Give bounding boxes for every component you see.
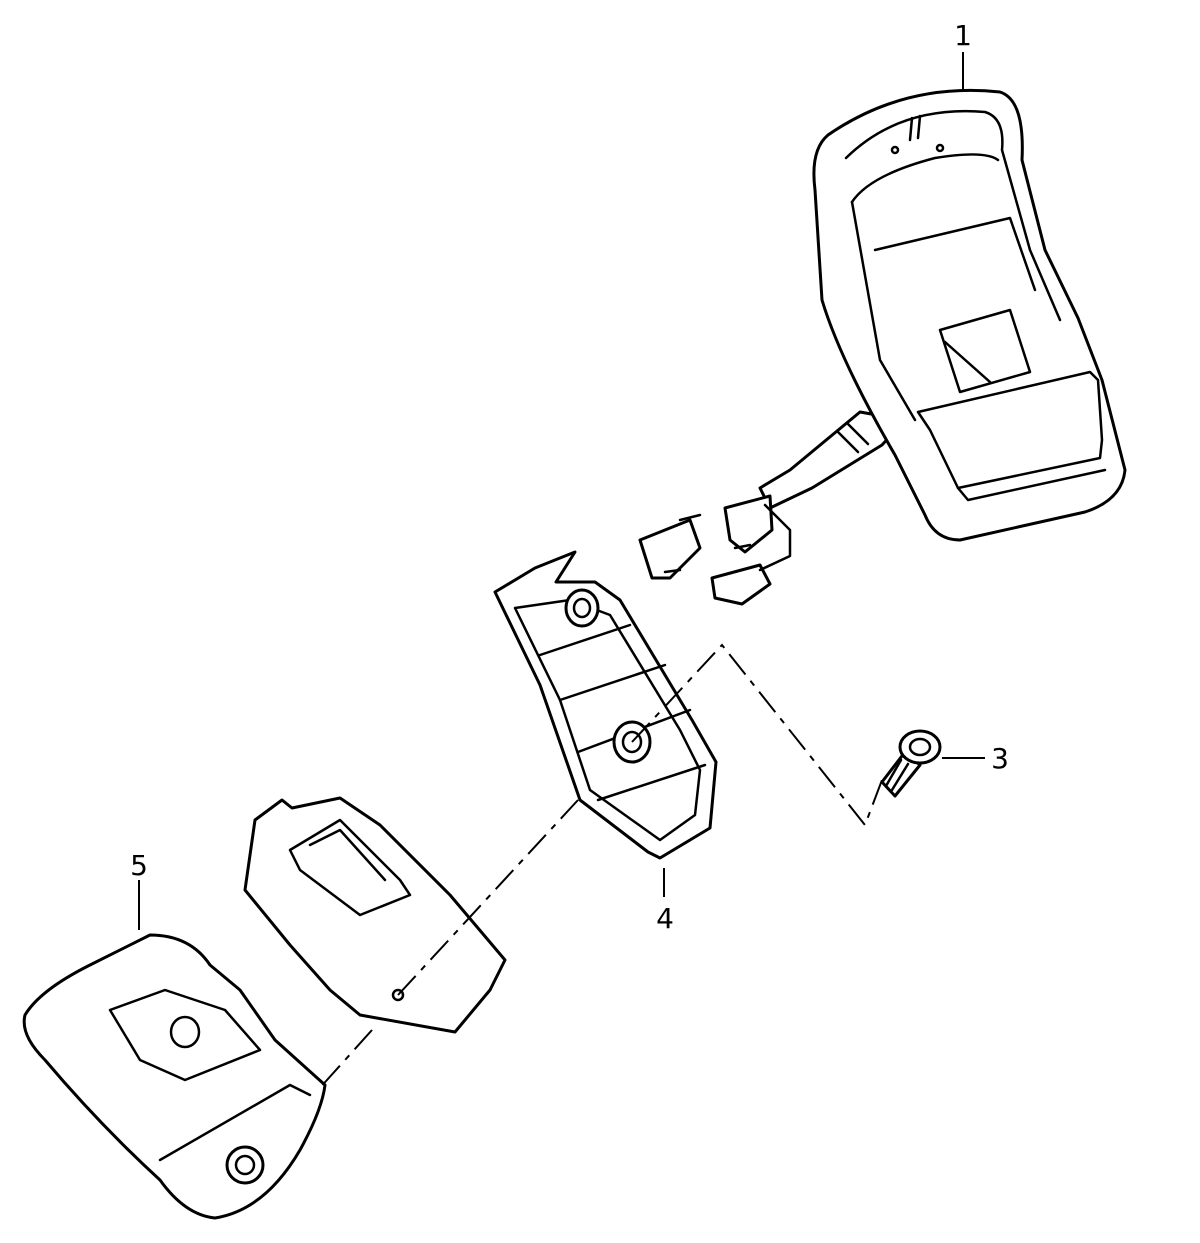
part-4-bracket <box>493 550 718 860</box>
callout-part-3: 3 <box>991 742 1009 775</box>
assembly-lines <box>317 643 883 1091</box>
part-3-screw <box>880 729 942 798</box>
cover-plate <box>243 796 507 1034</box>
leader-lines <box>138 52 985 930</box>
part-1-housing <box>638 88 1127 606</box>
part-5-button-cover <box>22 933 327 1220</box>
callout-part-4: 4 <box>656 902 674 935</box>
callout-part-1: 1 <box>954 19 972 52</box>
callout-part-5: 5 <box>130 849 148 882</box>
